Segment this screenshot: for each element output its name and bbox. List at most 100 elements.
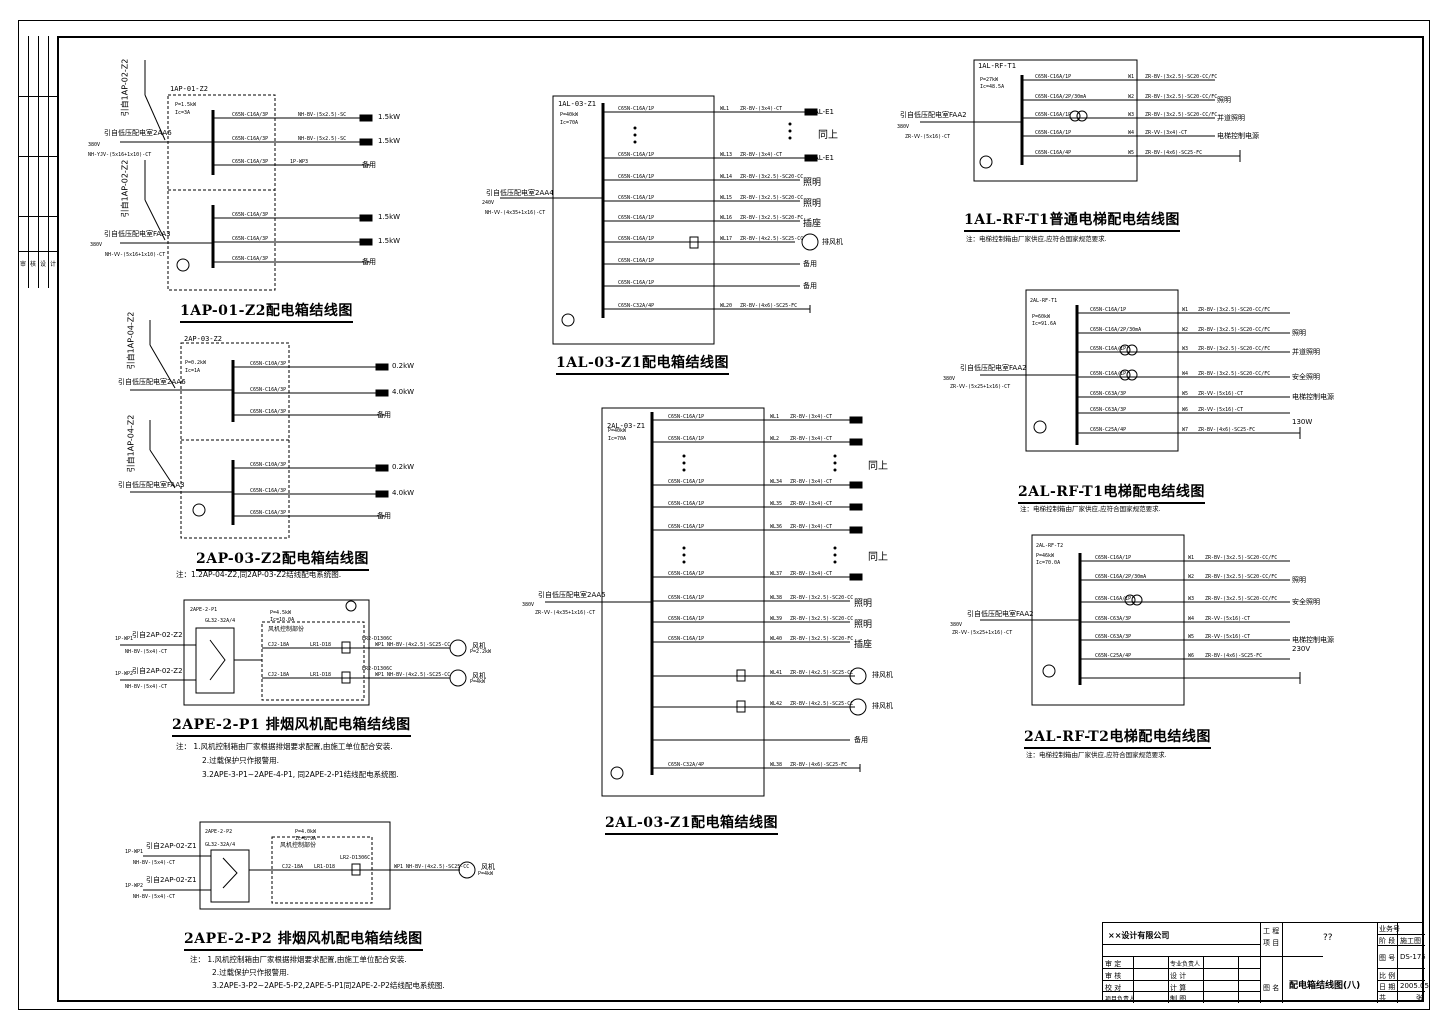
diagram-title: 2AL-RF-T2电梯配电结线图 xyxy=(1024,726,1211,749)
svg-text:ZR-BV-(3x2.5)-SC20-FC: ZR-BV-(3x2.5)-SC20-FC xyxy=(790,636,853,642)
svg-text:WL1: WL1 xyxy=(770,414,779,420)
svg-text:C65N-C16A/2P/30mA: C65N-C16A/2P/30mA xyxy=(1090,327,1141,333)
svg-text:ZR-VV-(5x16)-CT: ZR-VV-(5x16)-CT xyxy=(1205,634,1250,640)
load-label: AL-E1 xyxy=(814,108,834,116)
load-label: 备用 xyxy=(377,512,391,520)
feeder-label: 引自2AP-02-Z2 xyxy=(132,631,183,639)
svg-text:1P-WP3: 1P-WP3 xyxy=(290,159,308,165)
note: 2.过载保护只作报警用. xyxy=(202,756,280,765)
svg-text:ZR-BV-(4x2.5)-SC25-CC: ZR-BV-(4x2.5)-SC25-CC xyxy=(740,236,803,242)
svg-text:2APE-2-P2: 2APE-2-P2 xyxy=(205,829,232,835)
box-label-1al-03-z1: 1AL-03-Z1 xyxy=(558,100,596,108)
svg-text:WP1 NH-BV-(4x2.5)-SC25-CC: WP1 NH-BV-(4x2.5)-SC25-CC xyxy=(375,642,450,648)
svg-text:CJ2-18A: CJ2-18A xyxy=(268,672,289,678)
svg-text:ZR-BV-(3x2.5)-SC20-CC: ZR-BV-(3x2.5)-SC20-CC xyxy=(790,595,853,601)
svg-text:Ic=3A: Ic=3A xyxy=(175,110,190,116)
load-label: 1.5kW xyxy=(378,237,401,245)
svg-text:ZR-BV-(4x6)-SC25-FC: ZR-BV-(4x6)-SC25-FC xyxy=(1205,653,1262,659)
project-value: ?? xyxy=(1323,933,1333,943)
feeder-label: 引自2AP-02-Z1 xyxy=(146,876,197,884)
svg-text:W3: W3 xyxy=(1188,596,1194,602)
svg-text:P=4.5kW: P=4.5kW xyxy=(270,610,292,616)
svg-text:CJ2-18A: CJ2-18A xyxy=(268,642,289,648)
same-label: 同上 xyxy=(818,130,838,141)
load-label: 0.2kW xyxy=(392,463,415,471)
diagram-title: 2AP-03-Z2配电箱结线图 xyxy=(196,548,369,571)
load-label: 备用 xyxy=(362,161,376,169)
load-label: 风机 xyxy=(472,672,486,680)
tb-label: 比 例 xyxy=(1379,972,1396,980)
svg-text:LR1-D18: LR1-D18 xyxy=(310,642,331,648)
diagram-title: 1AP-01-Z2配电箱结线图 xyxy=(180,300,353,323)
svg-text:WL34: WL34 xyxy=(770,479,782,485)
svg-text:C65N-C16A/1P: C65N-C16A/1P xyxy=(668,524,704,530)
company-name: ××设计有限公司 xyxy=(1108,931,1170,940)
note: 注： 1.风机控制箱由厂家根据排烟要求配置,由施工单位配合安装. xyxy=(176,742,393,751)
svg-text:WL38: WL38 xyxy=(770,595,782,601)
svg-text:W6: W6 xyxy=(1182,407,1188,413)
load-label: 4.0kW xyxy=(392,489,415,497)
same-label: 同上 xyxy=(868,552,888,563)
diagram-title: 2APE-2-P1 排烟风机配电箱结线图 xyxy=(172,714,411,737)
load-label: 电梯控制电源 xyxy=(1292,393,1334,401)
side-label: 设 xyxy=(40,261,47,268)
note: 注：电梯控制箱由厂家供应,应符合国家规范要求. xyxy=(966,235,1107,243)
source-label: 引自低压配电室2AA6 xyxy=(118,378,186,386)
svg-text:P=4kW: P=4kW xyxy=(478,871,494,877)
svg-text:WL42: WL42 xyxy=(770,701,782,707)
svg-text:ZR-BV-(3x4)-CT: ZR-BV-(3x4)-CT xyxy=(790,414,832,420)
svg-text:Ic=1A: Ic=1A xyxy=(185,368,200,374)
svg-text:C65N-C16A/2P/30mA: C65N-C16A/2P/30mA xyxy=(1095,574,1146,580)
svg-text:Ic=70A: Ic=70A xyxy=(560,120,578,126)
svg-text:C65N-C16A/2P/30mA: C65N-C16A/2P/30mA xyxy=(1035,94,1086,100)
svg-text:ZR-VV-(5x25+1x16)-CT: ZR-VV-(5x25+1x16)-CT xyxy=(950,384,1010,390)
tb-label: 业务号 xyxy=(1379,925,1400,933)
svg-text:NH-VV-(5x16+1x10)-CT: NH-VV-(5x16+1x10)-CT xyxy=(105,252,165,258)
svg-text:WL1: WL1 xyxy=(720,106,729,112)
svg-text:W4: W4 xyxy=(1182,371,1188,377)
svg-text:1P-WP2: 1P-WP2 xyxy=(125,883,143,889)
tb-role: 专业负责人 xyxy=(1170,961,1201,968)
note: 2.过载保护只作报警用. xyxy=(212,968,290,977)
side-label: 审 xyxy=(20,261,27,268)
feeder-label: 引自1AP-02-Z2 xyxy=(120,159,130,218)
svg-text:1P-WP1: 1P-WP1 xyxy=(115,636,133,642)
svg-text:Ic=8.9A: Ic=8.9A xyxy=(295,836,316,842)
svg-text:P=4.0kW: P=4.0kW xyxy=(295,829,317,835)
svg-text:C65N-C32A/4P: C65N-C32A/4P xyxy=(668,762,704,768)
load-label: 130W xyxy=(1292,418,1313,426)
svg-text:ZR-BV-(3x4)-CT: ZR-BV-(3x4)-CT xyxy=(790,436,832,442)
load-label: 插座 xyxy=(803,219,822,229)
drawing-no-value: DS-175 xyxy=(1400,953,1426,961)
box-label-2ap-03-z2: 2AP-03-Z2 xyxy=(184,335,222,343)
svg-text:NH-VV-(4x35+1x16)-CT: NH-VV-(4x35+1x16)-CT xyxy=(485,210,545,216)
svg-text:ZR-BV-(3x2.5)-SC20-CC/FC: ZR-BV-(3x2.5)-SC20-CC/FC xyxy=(1198,307,1270,313)
svg-text:C65N-C16A/3P: C65N-C16A/3P xyxy=(232,159,268,165)
svg-text:ZR-BV-(3x2.5)-SC20-CC/FC: ZR-BV-(3x2.5)-SC20-CC/FC xyxy=(1205,596,1277,602)
svg-text:Ic=91.6A: Ic=91.6A xyxy=(1032,321,1056,327)
svg-text:ZR-BV-(3x2.5)-SC20-FC: ZR-BV-(3x2.5)-SC20-FC xyxy=(740,215,803,221)
diagram-title: 2APE-2-P2 排烟风机配电箱结线图 xyxy=(184,928,423,951)
svg-text:Ic=70.0A: Ic=70.0A xyxy=(1036,560,1060,566)
tb-label: 张 xyxy=(1416,994,1423,1002)
svg-text:LR1-D18: LR1-D18 xyxy=(314,864,335,870)
svg-text:C65N-C10A/3P: C65N-C10A/3P xyxy=(250,462,286,468)
svg-text:LR2-D1306C: LR2-D1306C xyxy=(362,666,392,672)
tb-label: 日 期 xyxy=(1379,983,1396,991)
load-label: 1.5kW xyxy=(378,213,401,221)
svg-text:C65N-C16A/3P: C65N-C16A/3P xyxy=(232,256,268,262)
note: 注：1.2AP-04-Z2,同2AP-03-Z2结线配电系统图. xyxy=(176,570,342,579)
svg-text:ZR-VV-(3x4)-CT: ZR-VV-(3x4)-CT xyxy=(1145,130,1187,136)
svg-text:WL17: WL17 xyxy=(720,236,732,242)
svg-text:ZR-BV-(3x2.5)-SC20-CC/FC: ZR-BV-(3x2.5)-SC20-CC/FC xyxy=(1205,574,1277,580)
svg-text:C65N-C16A/1P: C65N-C16A/1P xyxy=(1095,555,1131,561)
source-label: 引自低压配电室2AA6 xyxy=(104,129,172,137)
svg-text:W7: W7 xyxy=(1182,427,1188,433)
svg-text:ZR-VV-(5x16)-CT: ZR-VV-(5x16)-CT xyxy=(905,134,950,140)
diagram-title: 2AL-RF-T1电梯配电结线图 xyxy=(1018,481,1205,504)
tb-role: 计 算 xyxy=(1170,984,1187,992)
svg-text:ZR-BV-(4x6)-SC25-FC: ZR-BV-(4x6)-SC25-FC xyxy=(1145,150,1202,156)
svg-text:NH-BV-(5x4)-CT: NH-BV-(5x4)-CT xyxy=(125,649,167,655)
svg-text:ZR-BV-(3x2.5)-SC20-CC/FC: ZR-BV-(3x2.5)-SC20-CC/FC xyxy=(1145,112,1217,118)
svg-text:2APE-2-P1: 2APE-2-P1 xyxy=(190,607,217,613)
